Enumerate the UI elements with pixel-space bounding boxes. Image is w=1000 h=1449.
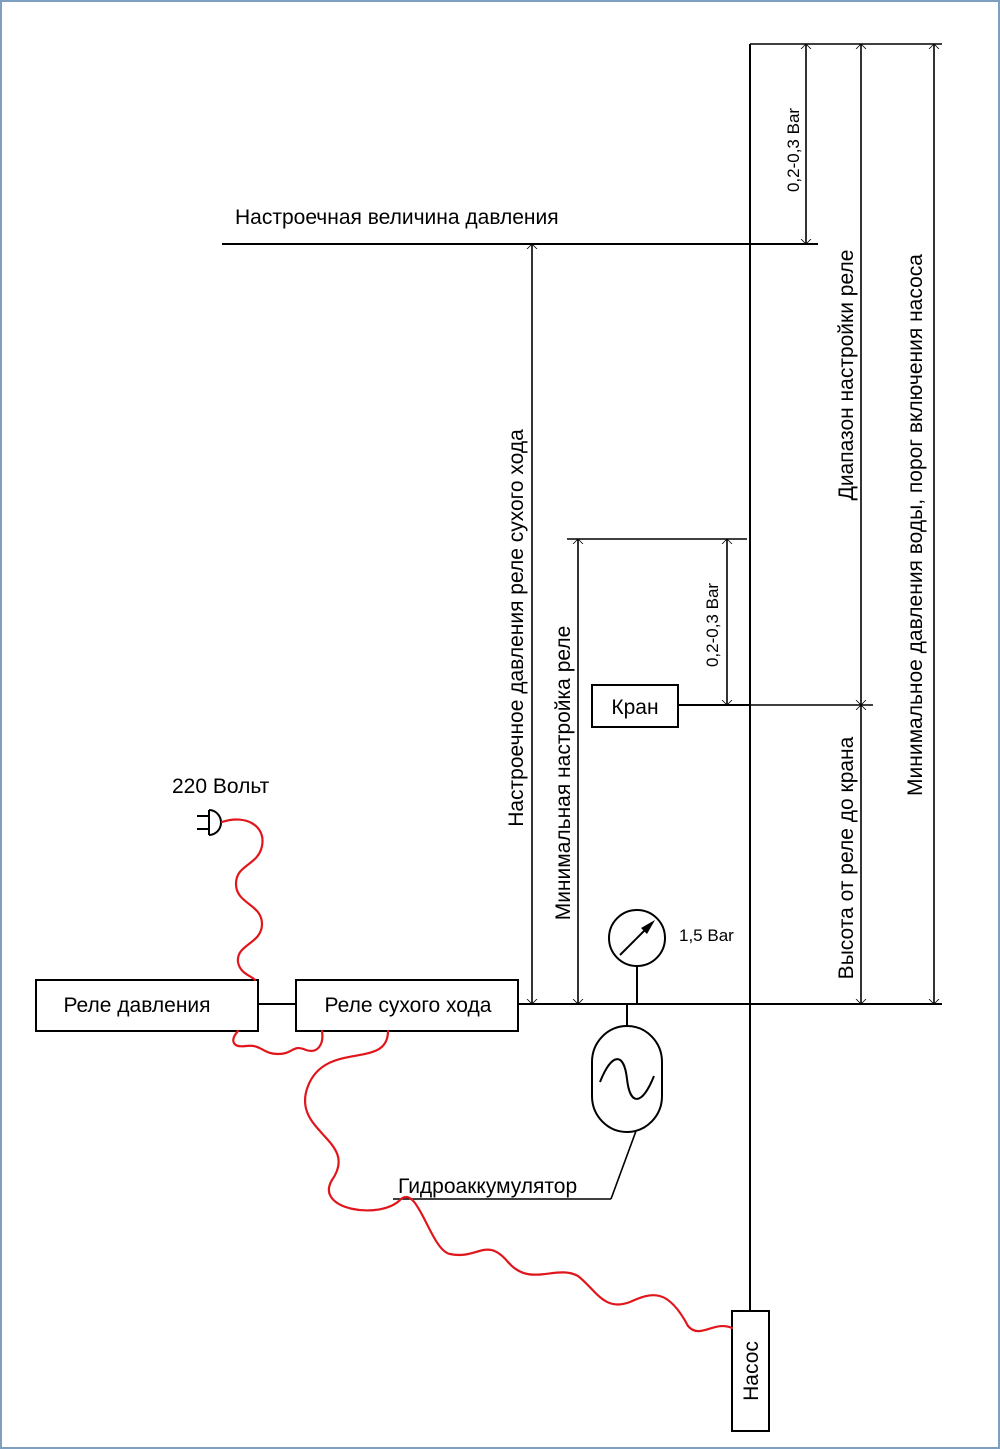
- voltage-label: 220 Вольт: [172, 775, 270, 798]
- plug-icon: [197, 809, 222, 836]
- wire-relay-to-dry-run: [232, 1029, 324, 1056]
- pump-box: [731, 1310, 770, 1432]
- delta-mid-label: 0,2-0,3 Bar: [703, 583, 722, 667]
- pressure-relay-label: Реле давления: [63, 994, 210, 1017]
- wire-plug-to-relay: [220, 818, 264, 982]
- relay-range-label: Диапазон настройки реле: [835, 250, 858, 501]
- min-relay-setting-label: Минимальная настройка реле: [552, 626, 575, 921]
- wire-dry-run-to-pump: [304, 1029, 734, 1333]
- set-pressure-label: Настроечная величина давления: [235, 206, 559, 229]
- dry-run-relay-box: [295, 979, 519, 1032]
- accumulator-label: Гидроаккумулятор: [398, 1175, 577, 1198]
- gauge-value: 1,5 Bar: [679, 926, 734, 945]
- min-water-pressure-label: Минимальное давления воды, порог включен…: [904, 254, 927, 796]
- height-to-tap-label: Высота от реле до крана: [835, 736, 858, 979]
- pressure-gauge-icon: [608, 909, 666, 1004]
- accumulator-icon: [591, 1004, 663, 1133]
- tap-box: [591, 684, 679, 728]
- pump-label: Насос: [740, 1341, 763, 1401]
- tap-label: Кран: [611, 696, 658, 719]
- accumulator-leader: [610, 1130, 637, 1200]
- dry-run-relay-label: Реле сухого хода: [325, 994, 492, 1017]
- delta-top-label: 0,2-0,3 Bar: [784, 108, 803, 192]
- dry-run-setting-label: Настроечное давления реле сухого хода: [505, 429, 528, 827]
- pressure-relay-box: [35, 979, 259, 1032]
